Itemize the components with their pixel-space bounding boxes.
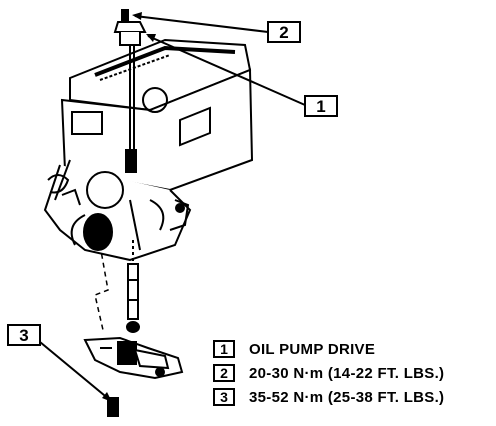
legend-number-box: 1 [213, 340, 235, 358]
legend-number-box: 3 [213, 388, 235, 406]
callout-1-label: 1 [316, 97, 325, 116]
callout-3-label: 3 [19, 326, 28, 345]
legend-number-box: 2 [213, 364, 235, 382]
legend-text: 35-52 N·m (25-38 FT. LBS.) [249, 388, 445, 406]
oil-pump-assembly [83, 336, 184, 380]
callout-2: 2 [267, 21, 301, 43]
legend: 1 OIL PUMP DRIVE 2 20-30 N·m (14-22 FT. … [213, 337, 493, 409]
oil-pump-drive-shaft [113, 9, 147, 333]
legend-row: 1 OIL PUMP DRIVE [213, 337, 493, 361]
callout-2-label: 2 [279, 23, 288, 42]
pump-mounting-bolt [107, 397, 119, 417]
engine-block-illustration [43, 38, 254, 262]
callout-leader-lines [39, 15, 306, 401]
callout-1: 1 [304, 95, 338, 117]
alignment-guide-lines [94, 244, 109, 331]
legend-row: 3 35-52 N·m (25-38 FT. LBS.) [213, 385, 493, 409]
callout-3: 3 [7, 324, 41, 346]
legend-text: 20-30 N·m (14-22 FT. LBS.) [249, 364, 445, 382]
legend-text: OIL PUMP DRIVE [249, 340, 376, 358]
legend-row: 2 20-30 N·m (14-22 FT. LBS.) [213, 361, 493, 385]
leader-arrowheads [102, 12, 156, 402]
